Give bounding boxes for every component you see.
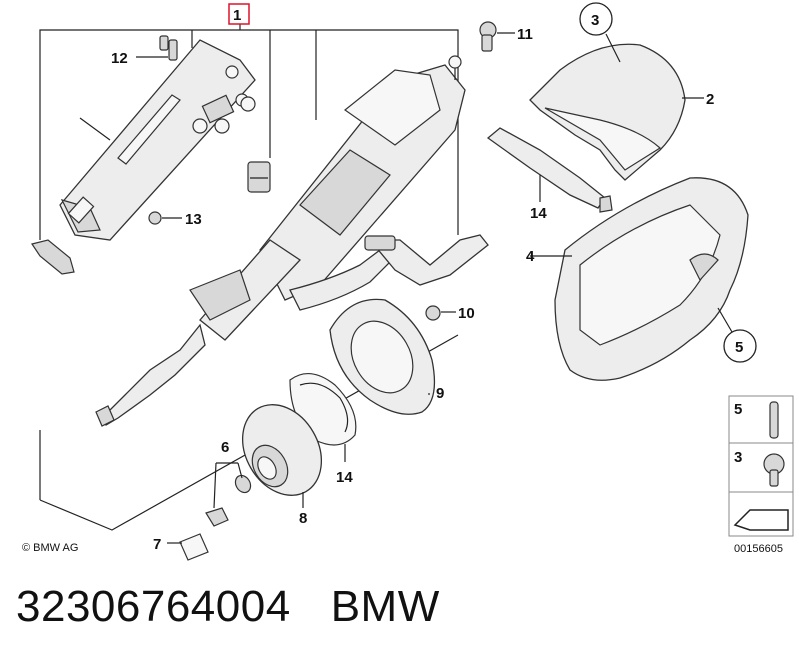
svg-text:14: 14 <box>336 469 353 486</box>
svg-text:4: 4 <box>526 248 535 265</box>
part-caption: 32306764004 BMW <box>16 582 440 632</box>
lower-trim-cover[interactable]: 4 <box>526 177 749 381</box>
svg-text:11: 11 <box>517 26 533 43</box>
column-bracket[interactable] <box>59 39 256 241</box>
part-number: 32306764004 <box>16 582 291 631</box>
arrow-icon <box>733 509 789 531</box>
svg-text:6: 6 <box>221 439 229 456</box>
steering-column[interactable] <box>95 55 466 427</box>
nut-13[interactable]: 13 <box>148 211 202 228</box>
svg-text:2: 2 <box>706 91 714 108</box>
svg-text:00156605: 00156605 <box>734 543 783 555</box>
adjustment-lever[interactable] <box>289 234 489 311</box>
screw-12[interactable]: 12 <box>111 35 178 67</box>
svg-text:8: 8 <box>299 510 307 527</box>
svg-text:10: 10 <box>458 305 475 322</box>
callout-3[interactable]: 3 <box>579 2 621 63</box>
svg-text:5: 5 <box>735 339 743 356</box>
nut-10[interactable]: 10 <box>425 305 475 322</box>
legend-box: 5 3 00156605 <box>728 395 794 555</box>
upper-trim-cover[interactable]: 2 <box>529 43 714 181</box>
callout-5[interactable]: 5 <box>717 307 757 363</box>
trim-strip-14-upper[interactable]: 14 <box>486 127 613 222</box>
clamp-parts-6[interactable]: 6 <box>205 439 254 527</box>
mounting-clips <box>192 94 271 193</box>
svg-text:5: 5 <box>734 401 742 418</box>
svg-text:12: 12 <box>111 50 128 67</box>
svg-text:14: 14 <box>530 205 547 222</box>
svg-text:13: 13 <box>185 211 202 228</box>
svg-text:3: 3 <box>734 449 742 466</box>
ring-bracket-9[interactable]: 9 <box>329 298 444 415</box>
callout-1[interactable]: 1 <box>228 3 250 25</box>
sleeve-7[interactable]: 7 <box>153 533 209 561</box>
brand-name: BMW <box>330 582 440 631</box>
svg-text:7: 7 <box>153 536 161 553</box>
bolt-left <box>31 239 75 275</box>
screw-11[interactable]: 11 <box>479 21 533 52</box>
svg-text:3: 3 <box>591 12 599 29</box>
copyright-text: © BMW AG <box>22 542 78 554</box>
svg-text:1: 1 <box>233 7 241 24</box>
bellows-boot-8[interactable]: 8 <box>227 390 337 527</box>
svg-text:9: 9 <box>436 385 444 402</box>
